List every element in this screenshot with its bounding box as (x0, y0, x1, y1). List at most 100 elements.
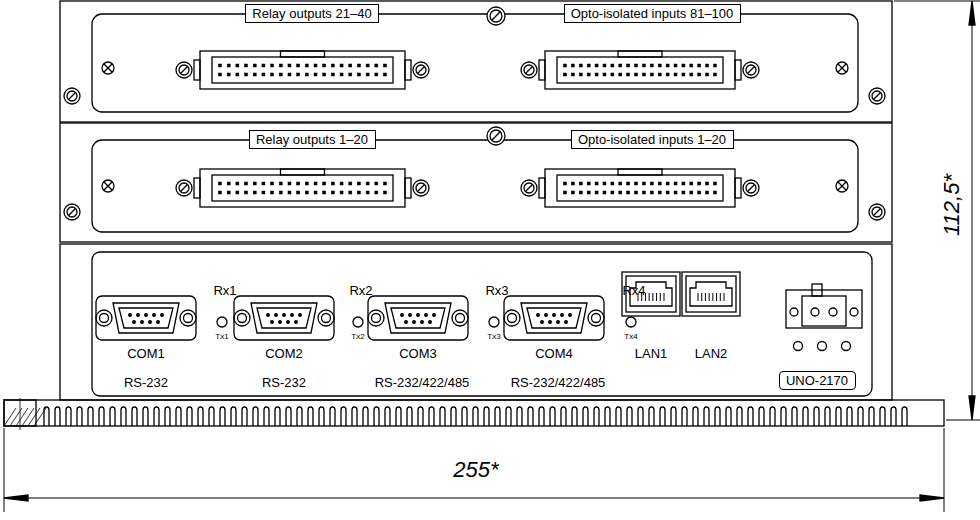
heatsink-fin (594, 407, 599, 426)
pin (421, 321, 424, 324)
pin (706, 64, 709, 67)
pin (579, 64, 582, 67)
pin (642, 182, 645, 185)
pin (595, 73, 598, 76)
terminal-plug (802, 296, 846, 326)
dimension-line (8, 498, 940, 499)
connector-plate (92, 140, 858, 232)
heatsink-fin (825, 407, 830, 426)
led-label: Tx4 (624, 333, 637, 341)
pin (236, 64, 239, 67)
heatsink-fin (792, 407, 797, 426)
pin (650, 182, 653, 185)
pin (405, 321, 408, 324)
screw-slot (418, 67, 425, 74)
pin (642, 64, 645, 67)
pin (603, 64, 606, 67)
screw-head (524, 183, 534, 193)
pin (357, 73, 360, 76)
pin (674, 64, 677, 67)
header-key (281, 51, 325, 57)
pin (271, 182, 274, 185)
heatsink-fin (143, 407, 148, 426)
pin (579, 191, 582, 194)
heatsink-fin (253, 407, 258, 426)
pin (305, 64, 308, 67)
pin (417, 314, 420, 317)
rj45-contact (698, 293, 699, 301)
pin (635, 64, 638, 67)
heatsink-fin (858, 407, 863, 426)
heatsink-fin (121, 407, 126, 426)
dsub-shell (521, 303, 587, 333)
pin (537, 314, 540, 317)
pin (287, 321, 290, 324)
pin (666, 64, 669, 67)
led-label: Rx3 (485, 284, 508, 297)
header-key (618, 169, 662, 175)
module-housing (60, 123, 892, 242)
heatsink-fin (440, 407, 445, 426)
heatsink-fin (539, 407, 544, 426)
jack-screw-hole (456, 314, 465, 323)
pin (635, 73, 638, 76)
pin (366, 73, 369, 76)
screw-head (872, 207, 882, 217)
label-frame: UNO-2170 (779, 371, 856, 390)
label-frame: Opto-isolated inputs 1–20 (571, 130, 734, 149)
port-name: COM4 (535, 347, 573, 360)
screw-head (179, 65, 189, 75)
screw-slot (748, 185, 755, 192)
extension-line (4, 428, 5, 512)
jack-screw-hole (592, 314, 601, 323)
heatsink-fin (363, 407, 368, 426)
heatsink-fin (154, 407, 159, 426)
pin (262, 182, 265, 185)
pin (666, 191, 669, 194)
heatsink-fin (803, 407, 808, 426)
pin (714, 191, 717, 194)
heatsink-fin (638, 407, 643, 426)
heatsink-fin (396, 407, 401, 426)
led-label: Tx3 (487, 333, 500, 341)
heatsink-fin (660, 407, 665, 426)
screw-head (67, 207, 77, 217)
terminal-screw (790, 308, 798, 316)
pin (349, 64, 352, 67)
heatsink-fin (165, 407, 170, 426)
pin (375, 73, 378, 76)
led-label: Rx1 (213, 284, 236, 297)
pin (349, 191, 352, 194)
heatsink-fin (319, 407, 324, 426)
heatsink-fin (308, 407, 313, 426)
header-body (545, 169, 735, 207)
latch (194, 60, 200, 80)
pin (288, 182, 291, 185)
header-shroud (212, 175, 393, 201)
pin (375, 64, 378, 67)
pin (564, 182, 567, 185)
pin (658, 191, 661, 194)
pin (245, 182, 248, 185)
dimension-value: 255* (453, 459, 498, 481)
jack-screw-hole (508, 314, 517, 323)
interface-type: RS-232/422/485 (511, 376, 606, 389)
screw-head (524, 65, 534, 75)
pin (323, 182, 326, 185)
pin (658, 73, 661, 76)
heatsink-fin (352, 407, 357, 426)
led (489, 317, 499, 327)
jack-screw-hole (100, 314, 109, 323)
screw (869, 204, 885, 220)
pin (553, 314, 556, 317)
led-label: Rx2 (349, 284, 372, 297)
pin (549, 321, 552, 324)
screw-head (179, 183, 189, 193)
heatsink-fin (836, 407, 841, 426)
hatch-line (4, 408, 16, 426)
latch (405, 178, 411, 198)
heatsink-fin (517, 407, 522, 426)
panel-caption: UNO-2170 (786, 374, 848, 387)
screw-slot (526, 67, 533, 74)
pin (635, 191, 638, 194)
